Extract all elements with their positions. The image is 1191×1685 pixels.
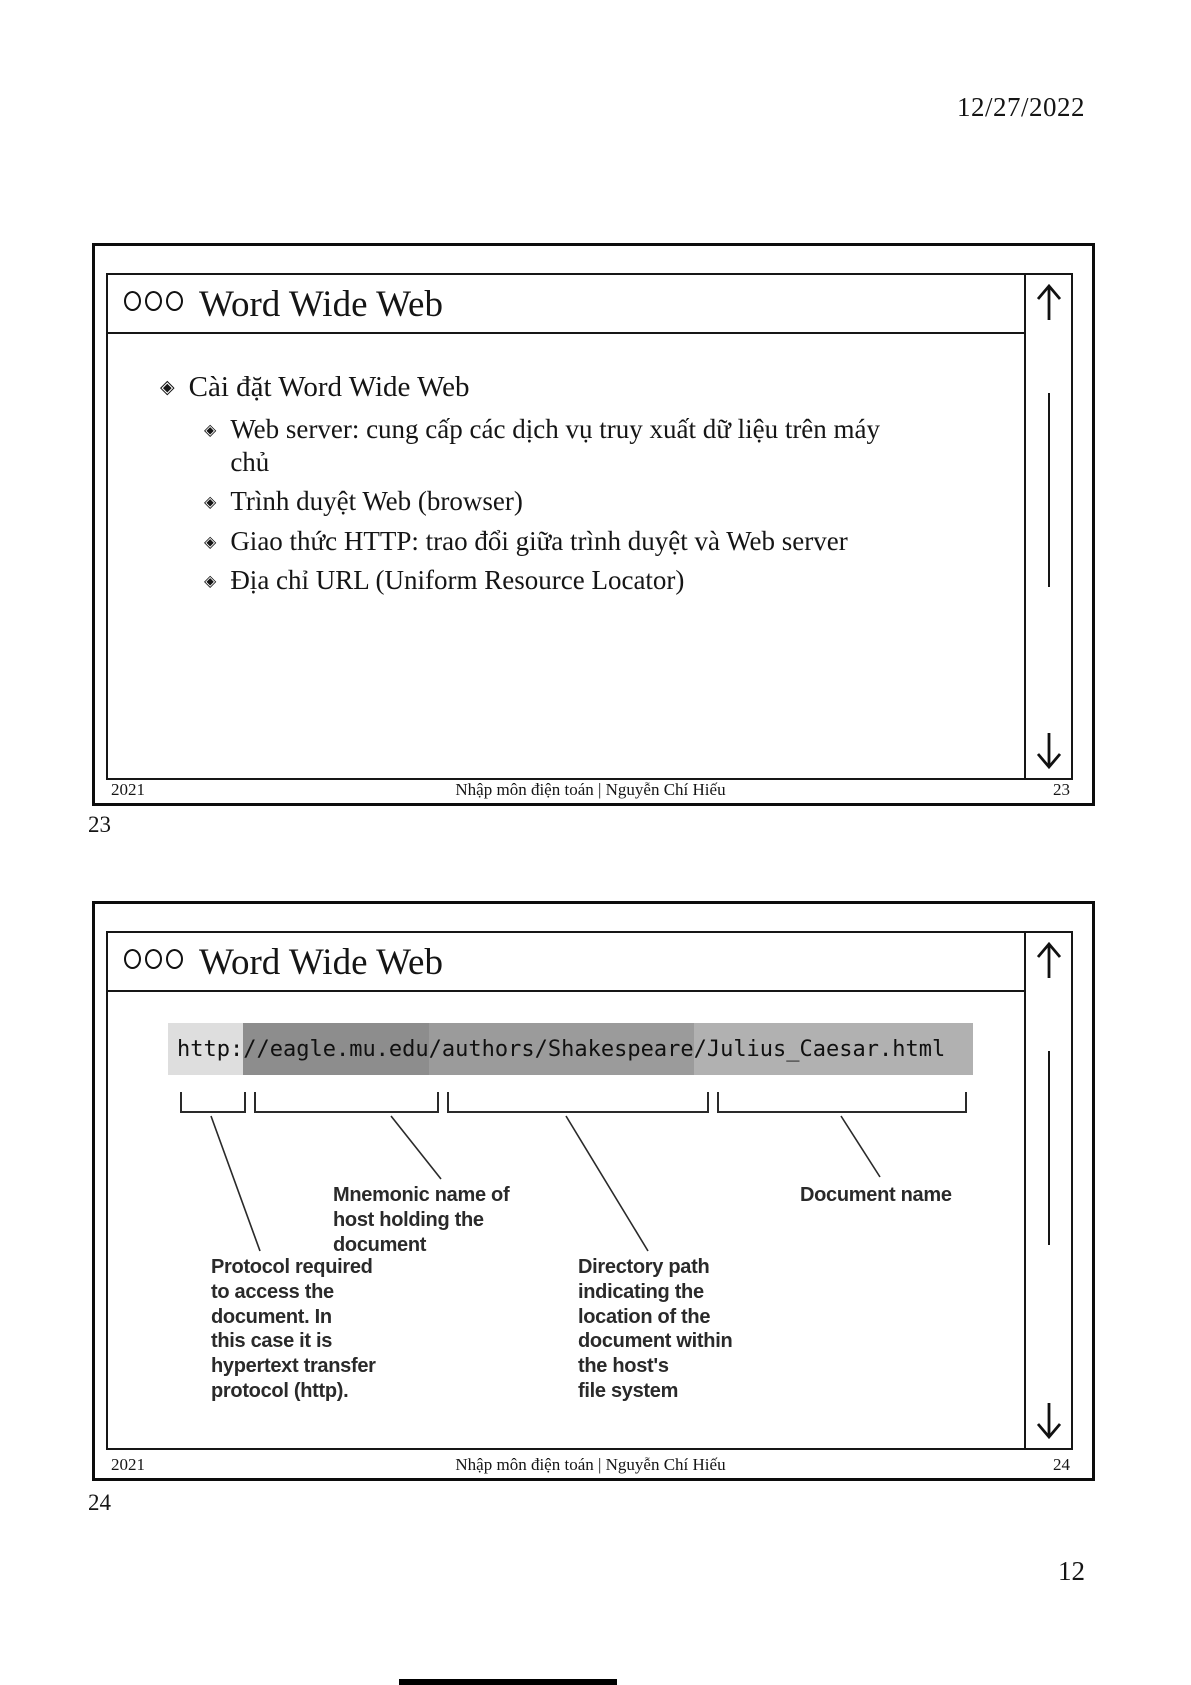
- callout-protocol: Protocol required to access the document…: [211, 1256, 376, 1402]
- bullet-text: Giao thức HTTP: trao đổi giữa trình duyệ…: [230, 525, 848, 556]
- slide-24: Word Wide Web http: //eagle.mu.edu /auth…: [92, 901, 1095, 1481]
- diamond-bullet-icon: ◈: [160, 377, 175, 398]
- diamond-bullet-icon: ◈: [204, 422, 217, 440]
- url-segment-host: //eagle.mu.edu: [243, 1023, 429, 1075]
- slide-23-content: Word Wide Web ◈ Cài đặt Word Wide Web ◈ …: [108, 275, 1024, 778]
- slide-scroll-sidebar: [1024, 933, 1071, 1448]
- callout-document-name: Document name: [800, 1184, 952, 1206]
- scrollbar-track[interactable]: [1047, 1051, 1050, 1245]
- footer-course: Nhập môn điện toán | Nguyễn Chí Hiếu: [455, 1455, 726, 1474]
- list-item: ◈ Cài đặt Word Wide Web: [160, 371, 1010, 404]
- diamond-bullet-icon: ◈: [204, 572, 217, 590]
- three-circles-icon: [124, 948, 183, 969]
- list-item: ◈ Web server: cung cấp các dịch vụ truy …: [204, 413, 1010, 478]
- slide-footer: 2021 Nhập môn điện toán | Nguyễn Chí Hiế…: [111, 1455, 1070, 1475]
- url-segment-path: /authors/Shakespeare: [428, 1023, 694, 1075]
- bullet-text: Trình duyệt Web (browser): [230, 486, 523, 517]
- brace-document: [717, 1092, 967, 1113]
- three-circles-icon: [124, 290, 183, 311]
- scrollbar-track[interactable]: [1047, 393, 1050, 587]
- url-segment-document: /Julius_Caesar.html: [693, 1023, 974, 1075]
- print-date: 12/27/2022: [956, 92, 1085, 122]
- footer-course: Nhập môn điện toán | Nguyễn Chí Hiếu: [455, 780, 726, 799]
- list-item: ◈ Địa chỉ URL (Uniform Resource Locator): [204, 564, 1010, 596]
- bullet-text: Web server: cung cấp các dịch vụ truy xu…: [230, 414, 881, 477]
- bullet-text: Cài đặt Word Wide Web: [188, 371, 470, 403]
- slide-23: Word Wide Web ◈ Cài đặt Word Wide Web ◈ …: [92, 243, 1095, 806]
- list-item: ◈ Giao thức HTTP: trao đổi giữa trình du…: [204, 525, 1010, 557]
- diamond-bullet-icon: ◈: [204, 494, 217, 512]
- brace-protocol: [180, 1092, 246, 1113]
- list-item: ◈ Trình duyệt Web (browser): [204, 485, 1010, 517]
- slide-24-header: Word Wide Web: [108, 933, 1024, 992]
- slide-23-frame: Word Wide Web ◈ Cài đặt Word Wide Web ◈ …: [106, 273, 1073, 780]
- footer-year: 2021: [111, 1455, 145, 1474]
- slide-23-header: Word Wide Web: [108, 275, 1024, 334]
- slide-24-content: Word Wide Web http: //eagle.mu.edu /auth…: [108, 933, 1024, 1448]
- scroll-up-icon[interactable]: [1033, 280, 1065, 322]
- slide-number-label: 23: [88, 812, 111, 837]
- document-page-number: 12: [1058, 1556, 1085, 1586]
- brace-path: [447, 1092, 709, 1113]
- callout-directory-path: Directory path indicating the location o…: [578, 1256, 733, 1402]
- page-bottom-bar: [399, 1679, 617, 1685]
- url-diagram-bar: http: //eagle.mu.edu /authors/Shakespear…: [168, 1023, 974, 1075]
- url-segment-protocol: http:: [168, 1023, 244, 1075]
- footer-slide-number: 24: [1053, 1455, 1070, 1474]
- footer-year: 2021: [111, 780, 145, 799]
- slide-number-label: 24: [88, 1490, 111, 1515]
- slide-title: Word Wide Web: [199, 284, 443, 325]
- slide-title: Word Wide Web: [199, 942, 443, 983]
- bullet-list: ◈ Cài đặt Word Wide Web ◈ Web server: cu…: [160, 371, 1010, 603]
- footer-slide-number: 23: [1053, 780, 1070, 799]
- sub-bullet-list: ◈ Web server: cung cấp các dịch vụ truy …: [204, 413, 1010, 596]
- slide-24-frame: Word Wide Web http: //eagle.mu.edu /auth…: [106, 931, 1073, 1450]
- scroll-down-icon[interactable]: [1033, 731, 1065, 773]
- scroll-down-icon[interactable]: [1033, 1401, 1065, 1443]
- brace-host: [254, 1092, 439, 1113]
- slide-scroll-sidebar: [1024, 275, 1071, 778]
- bullet-text: Địa chỉ URL (Uniform Resource Locator): [230, 564, 685, 595]
- slide-footer: 2021 Nhập môn điện toán | Nguyễn Chí Hiế…: [111, 780, 1070, 800]
- diamond-bullet-icon: ◈: [204, 533, 217, 551]
- callout-host: Mnemonic name of host holding the docume…: [333, 1184, 510, 1256]
- scroll-up-icon[interactable]: [1033, 938, 1065, 980]
